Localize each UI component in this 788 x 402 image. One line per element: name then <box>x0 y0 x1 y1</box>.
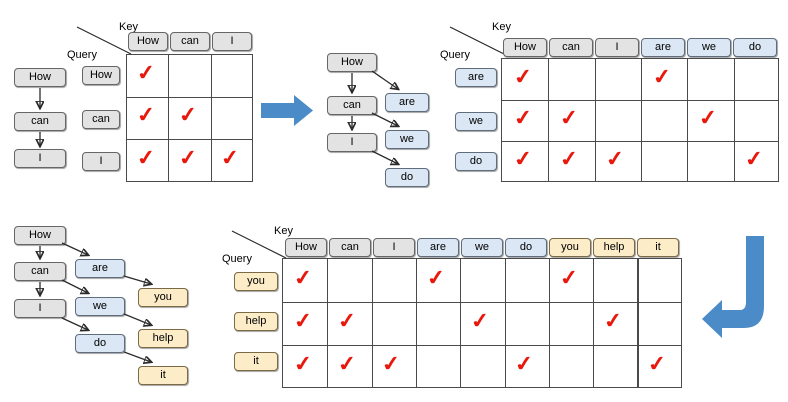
tree-node-are: are <box>385 93 429 112</box>
check-mark: ✓ <box>381 351 402 378</box>
tree-node-can: can <box>327 96 377 115</box>
tree-node-i: I <box>14 299 66 318</box>
check-mark: ✓ <box>426 265 447 292</box>
col-header-how: How <box>285 238 327 257</box>
tree-node-how: How <box>14 68 66 87</box>
tree-node-you: you <box>138 288 188 307</box>
col-header-you: you <box>549 238 591 257</box>
col-header-can: can <box>549 38 593 57</box>
tree-node-do: do <box>385 168 429 187</box>
check-mark: ✓ <box>293 351 314 378</box>
flow-arrow-right <box>261 94 315 133</box>
corner-slash-icon <box>76 26 132 55</box>
check-mark: ✓ <box>337 308 358 335</box>
attention-grid-1: ✓ ✓ ✓ ✓ ✓ ✓ <box>126 54 253 182</box>
col-header-i: I <box>212 32 252 51</box>
col-header-it: it <box>637 238 679 257</box>
row-header-i: I <box>82 152 120 171</box>
col-header-are: are <box>417 238 459 257</box>
row-header-are: are <box>455 68 497 87</box>
tree-node-i: I <box>14 149 66 168</box>
tree-node-we: we <box>75 297 125 316</box>
tree-node-we: we <box>385 130 429 149</box>
col-header-how: How <box>128 32 168 51</box>
tree-node-help: help <box>138 329 188 348</box>
tree-node-it: it <box>138 366 188 385</box>
check-mark: ✓ <box>337 351 358 378</box>
tree-node-how: How <box>14 226 66 245</box>
arrow-down-left-icon <box>702 236 764 338</box>
attention-grid-2: ✓ ✓ ✓ ✓ ✓ ✓ ✓ ✓ ✓ <box>501 58 779 182</box>
corner-slash-icon <box>449 26 505 55</box>
check-mark: ✓ <box>647 351 668 378</box>
query-label: Query <box>222 253 252 265</box>
key-label: Key <box>274 225 293 237</box>
tree-node-can: can <box>14 112 66 131</box>
arrow-right-icon <box>261 95 313 126</box>
check-mark: ✓ <box>293 265 314 292</box>
row-header-it: it <box>234 352 278 371</box>
row-header-we: we <box>455 112 497 131</box>
tree-node-are: are <box>75 259 125 278</box>
col-header-we: we <box>687 38 731 57</box>
col-header-we: we <box>461 238 503 257</box>
col-header-help: help <box>593 238 635 257</box>
col-header-do: do <box>733 38 777 57</box>
check-mark: ✓ <box>603 308 624 335</box>
tree-node-do: do <box>75 334 125 353</box>
row-header-help: help <box>234 312 278 331</box>
col-header-i: I <box>595 38 639 57</box>
row-header-can: can <box>82 110 120 129</box>
key-query-corner-2: Key Query <box>440 21 512 61</box>
key-label: Key <box>492 21 511 33</box>
key-label: Key <box>119 21 138 33</box>
col-header-are: are <box>641 38 685 57</box>
corner-slash-icon <box>231 230 287 259</box>
key-query-corner-3: Key Query <box>222 225 294 265</box>
attention-grid-3: ✓ ✓ ✓ ✓ ✓ ✓ ✓ ✓ ✓ ✓ ✓ ✓ <box>282 258 682 388</box>
col-header-how: How <box>503 38 547 57</box>
tree-node-can: can <box>14 262 66 281</box>
flow-arrow-down-left <box>700 232 770 345</box>
col-header-do: do <box>505 238 547 257</box>
col-header-can: can <box>329 238 371 257</box>
key-query-corner-1: Key Query <box>67 21 139 61</box>
tree-node-i: I <box>327 133 377 152</box>
row-header-how: How <box>82 66 120 85</box>
row-header-you: you <box>234 272 278 291</box>
tree-node-how: How <box>327 53 377 72</box>
check-mark: ✓ <box>293 308 314 335</box>
row-header-do: do <box>455 152 497 171</box>
check-mark: ✓ <box>514 351 535 378</box>
query-label: Query <box>67 49 97 61</box>
check-mark: ✓ <box>559 265 580 292</box>
col-header-can: can <box>170 32 210 51</box>
check-mark: ✓ <box>470 308 491 335</box>
col-header-i: I <box>373 238 415 257</box>
query-label: Query <box>440 49 470 61</box>
